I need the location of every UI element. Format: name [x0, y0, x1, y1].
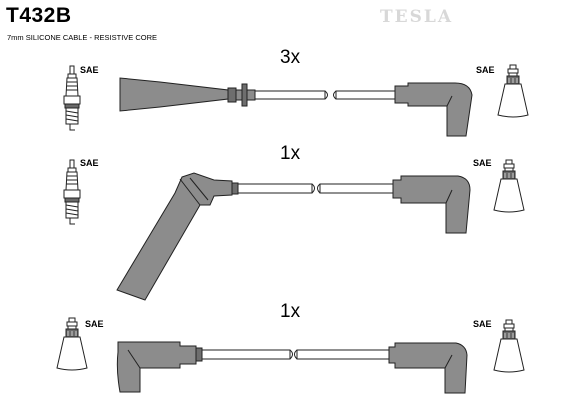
terminal-cap-icon	[493, 319, 525, 373]
set-3-left-terminal-label: SAE	[85, 319, 104, 329]
set-3-right-terminal-label: SAE	[473, 319, 492, 329]
set-2-left-terminal-label: SAE	[80, 158, 99, 168]
angled-boot-icon	[388, 342, 468, 394]
angled-boot-icon	[394, 82, 473, 137]
spark-plug-icon	[63, 65, 81, 131]
terminal-cap-icon	[497, 64, 529, 118]
ignition-wire	[201, 349, 291, 360]
terminal-cap-icon	[56, 317, 88, 371]
spark-plug-icon	[63, 159, 81, 225]
part-number-title: T432B	[6, 4, 72, 27]
angled-boot-icon	[392, 175, 471, 234]
brand-watermark: TESLA	[380, 7, 454, 27]
straight-boot-icon	[119, 77, 229, 112]
set-2-right-terminal-label: SAE	[473, 158, 492, 168]
angled-long-boot-icon	[116, 172, 233, 301]
set-1-quantity: 3x	[280, 47, 301, 68]
angled-boot-icon	[116, 341, 197, 393]
cable-spec-subtitle: 7mm SILICONE CABLE - RESISTIVE CORE	[7, 33, 158, 42]
ignition-wire	[254, 90, 326, 100]
set-2-quantity: 1x	[280, 143, 301, 164]
terminal-cap-icon	[493, 159, 525, 213]
set-1-left-terminal-label: SAE	[80, 65, 99, 75]
set-3-quantity: 1x	[280, 301, 301, 322]
lead-set-1: 3x SAE SAE	[63, 47, 529, 137]
lead-set-3: 1x SAE SAE	[56, 301, 525, 394]
set-1-right-terminal-label: SAE	[476, 65, 495, 75]
ignition-wire	[237, 183, 313, 194]
lead-set-2: 1x SAE SAE	[63, 143, 525, 301]
